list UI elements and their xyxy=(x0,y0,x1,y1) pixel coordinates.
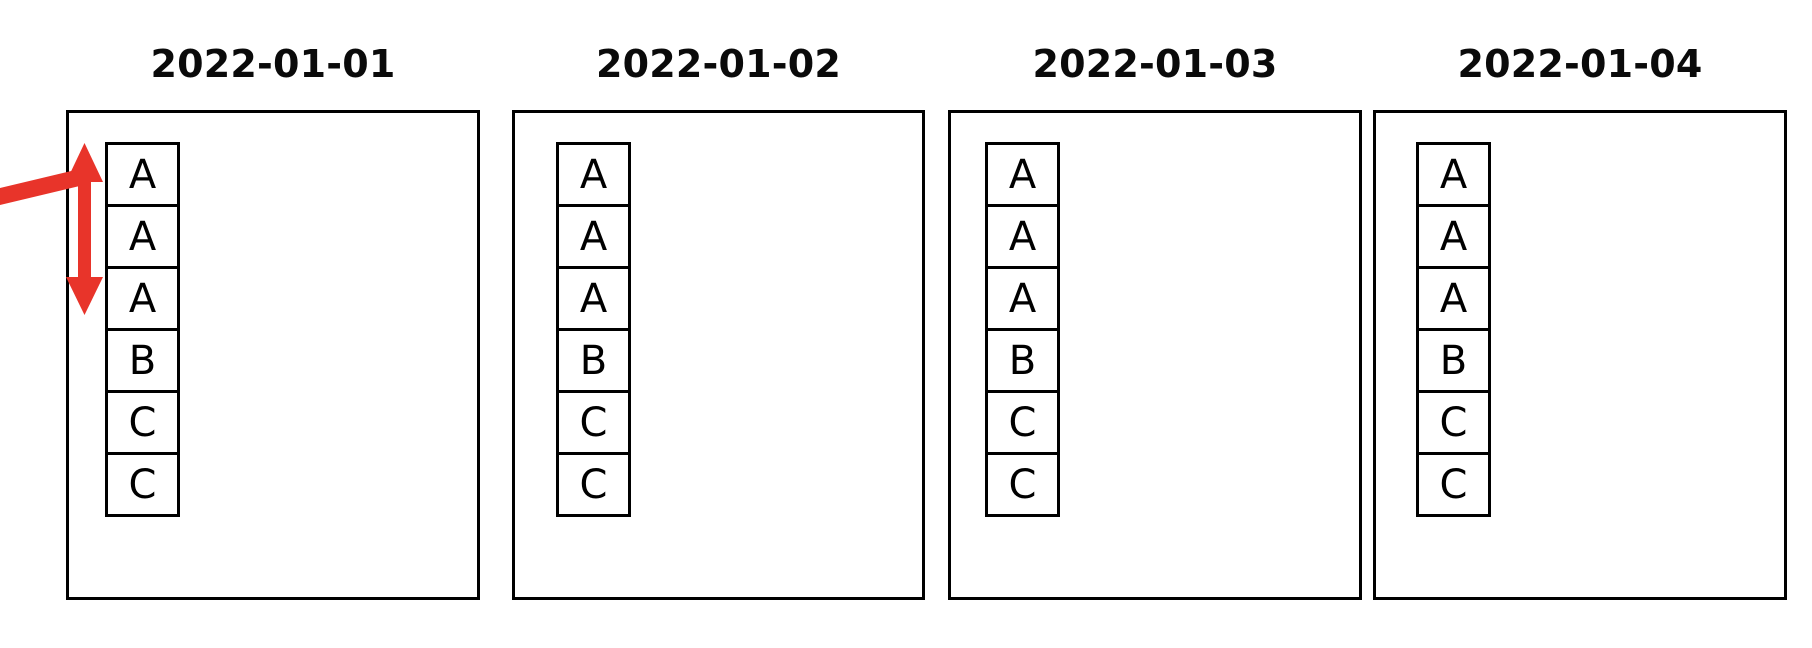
value-box: C xyxy=(1416,452,1491,517)
panel-2022-01-03: A A A B C C xyxy=(948,110,1362,600)
value-box: C xyxy=(556,390,631,455)
value-box: A xyxy=(985,142,1060,207)
value-box: C xyxy=(556,452,631,517)
value-box: A xyxy=(105,142,180,207)
panel-2022-01-02: A A A B C C xyxy=(512,110,925,600)
value-stack-4: A A A B C C xyxy=(1416,142,1491,517)
value-box: C xyxy=(105,390,180,455)
panel-title-2: 2022-01-02 xyxy=(595,42,842,86)
value-box: B xyxy=(985,328,1060,393)
value-box: A xyxy=(556,142,631,207)
value-box: B xyxy=(105,328,180,393)
panel-2022-01-04: A A A B C C xyxy=(1373,110,1787,600)
value-box: A xyxy=(1416,266,1491,331)
value-box: A xyxy=(105,266,180,331)
value-stack-2: A A A B C C xyxy=(556,142,631,517)
value-box: C xyxy=(105,452,180,517)
panel-title-4: 2022-01-04 xyxy=(1457,42,1703,86)
value-box: C xyxy=(985,390,1060,455)
value-box: A xyxy=(1416,142,1491,207)
value-box: B xyxy=(556,328,631,393)
value-box: A xyxy=(985,204,1060,269)
value-box: A xyxy=(1416,204,1491,269)
value-box: B xyxy=(1416,328,1491,393)
value-box: A xyxy=(105,204,180,269)
value-box: A xyxy=(556,266,631,331)
panel-title-3: 2022-01-03 xyxy=(1032,42,1278,86)
value-stack-3: A A A B C C xyxy=(985,142,1060,517)
value-box: A xyxy=(556,204,631,269)
value-box: C xyxy=(1416,390,1491,455)
value-box: A xyxy=(985,266,1060,331)
panel-title-1: 2022-01-01 xyxy=(150,42,396,86)
value-box: C xyxy=(985,452,1060,517)
panel-2022-01-01: A A A B C C xyxy=(66,110,480,600)
value-stack-1: A A A B C C xyxy=(105,142,180,517)
